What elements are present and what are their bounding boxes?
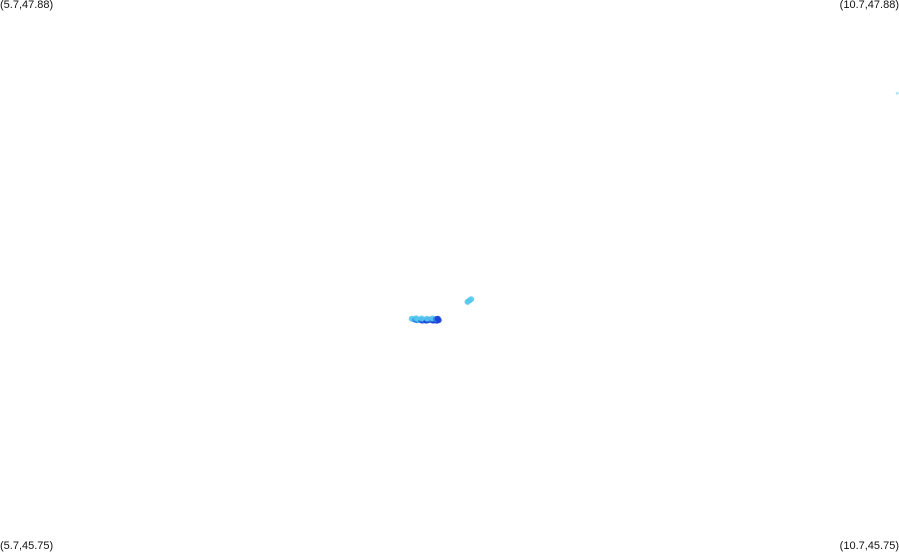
map-point	[413, 315, 420, 322]
map-point	[464, 298, 471, 305]
corner-label-bottom-right: (10.7,45.75)	[839, 540, 899, 552]
map-point	[895, 91, 899, 95]
corner-label-bottom-left: (5.7,45.75)	[0, 540, 54, 552]
corner-label-top-right: (10.7,47.88)	[839, 0, 899, 11]
map-point	[418, 315, 425, 322]
map-point	[434, 315, 441, 322]
map-point	[424, 315, 430, 322]
corner-label-top-left: (5.7,47.88)	[0, 0, 54, 11]
